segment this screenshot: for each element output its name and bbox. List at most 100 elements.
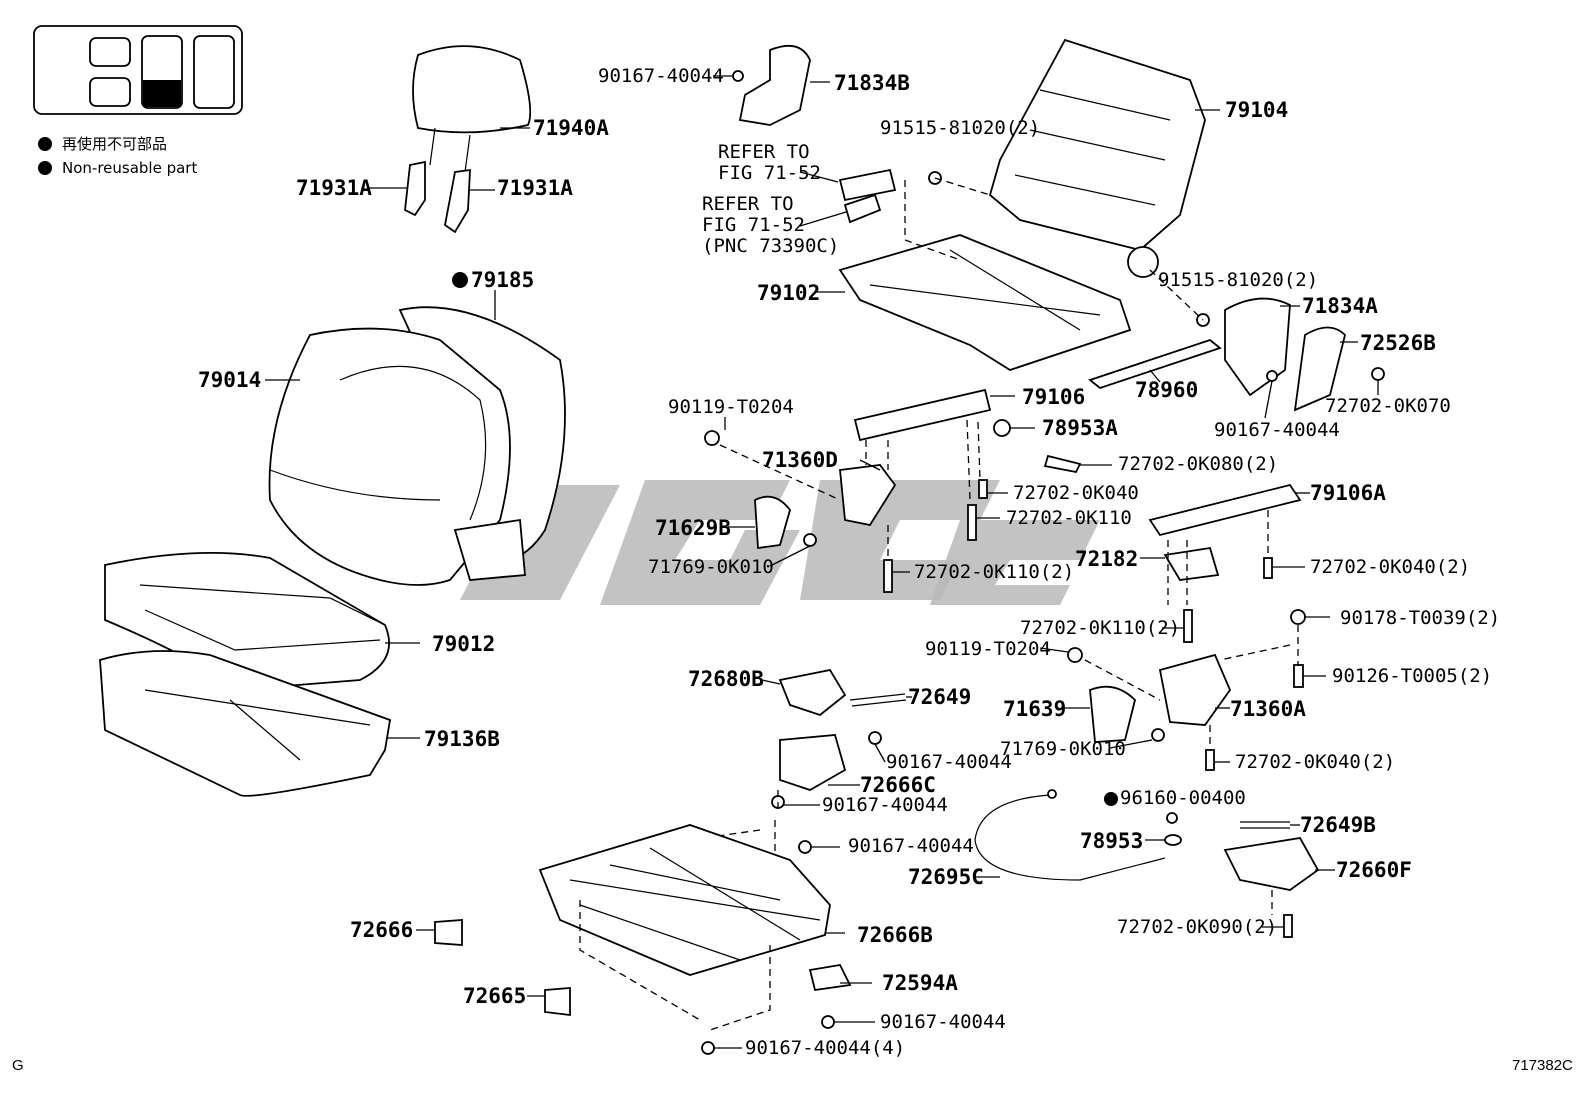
bolt-91515-a bbox=[928, 171, 991, 196]
label-71769-0K010-b: 71769-0K010 bbox=[1000, 738, 1126, 760]
bolt-72702-0K080 bbox=[1043, 454, 1112, 474]
washer-78953 bbox=[1145, 834, 1182, 846]
strap bbox=[1088, 338, 1222, 390]
recliner-cover-71629B bbox=[728, 495, 791, 550]
label-90167-40044-d: 90167-40044 bbox=[822, 794, 948, 816]
ref1-line2: FIG 71-52 bbox=[718, 162, 821, 184]
bracket-72182 bbox=[1140, 546, 1220, 581]
label-90119-T0204-b: 90119-T0204 bbox=[925, 638, 1051, 660]
bolt-72702-0K040-2b bbox=[1205, 725, 1230, 771]
headrest-guide-left bbox=[404, 160, 426, 217]
cable-72695C bbox=[974, 789, 1166, 881]
bolt-90167-40044-f bbox=[821, 1015, 875, 1029]
label-72649B: 72649B bbox=[1300, 813, 1376, 837]
label-90167-40044-4: 90167-40044(4) bbox=[745, 1037, 905, 1059]
clip-72666 bbox=[416, 919, 463, 946]
bolt-91515-b bbox=[1149, 269, 1210, 327]
legend-jp-text: 再使用不可部品 bbox=[62, 135, 167, 153]
lock-72660F bbox=[1223, 837, 1335, 891]
label-78953A: 78953A bbox=[1042, 416, 1118, 440]
corner-left-code: G bbox=[12, 1057, 24, 1074]
hinge-cover-a bbox=[1224, 297, 1300, 397]
label-71769-0K010-a: 71769-0K010 bbox=[648, 556, 774, 578]
bolt-90119-T0204-a bbox=[704, 417, 841, 501]
label-90167-40044-c: 90167-40044 bbox=[886, 751, 1012, 773]
washer-78953A bbox=[993, 419, 1035, 437]
label-71629B: 71629B bbox=[655, 516, 731, 540]
label-72660F: 72660F bbox=[1336, 858, 1412, 882]
label-71931A-left: 71931A bbox=[296, 176, 372, 200]
seatback-hinge-cover-b bbox=[738, 44, 830, 126]
label-91515-b: 91515-81020(2) bbox=[1158, 269, 1318, 291]
figure-number: 717382C bbox=[1512, 1057, 1573, 1074]
label-72666C: 72666C bbox=[860, 773, 936, 797]
seatback-hinge-bracket bbox=[453, 518, 526, 581]
label-72702-0K040-a: 72702-0K040 bbox=[1013, 482, 1139, 504]
part-labels: 71940A 71931A 71931A 79185 79014 79012 7… bbox=[198, 65, 1500, 1059]
seat-frame bbox=[815, 234, 1132, 371]
bolt-72702-0K040-a bbox=[978, 479, 1008, 499]
label-79102: 79102 bbox=[757, 281, 820, 305]
stud-90126-T0005 bbox=[1293, 664, 1326, 688]
ref2-line3: (PNC 73390C) bbox=[702, 235, 839, 257]
spring-72649 bbox=[849, 693, 912, 707]
label-72702-0K070: 72702-0K070 bbox=[1325, 395, 1451, 417]
seatback bbox=[265, 290, 566, 586]
label-71834A: 71834A bbox=[1302, 294, 1378, 318]
spring-72649B bbox=[1240, 821, 1300, 829]
seat-rail-79106A bbox=[1148, 483, 1310, 537]
seat-rail-79106 bbox=[853, 388, 1015, 442]
label-90167-40044-top: 90167-40044 bbox=[598, 65, 724, 87]
recliner-71360D bbox=[839, 459, 897, 527]
label-79014: 79014 bbox=[198, 368, 261, 392]
label-72695C: 72695C bbox=[908, 865, 984, 889]
clip-72665 bbox=[527, 987, 571, 1017]
label-90167-40044-r: 90167-40044 bbox=[1214, 419, 1340, 441]
bolt-90167-40044-d bbox=[771, 790, 820, 810]
label-90167-40044-e: 90167-40044 bbox=[848, 835, 974, 857]
label-72182: 72182 bbox=[1075, 547, 1138, 571]
label-72702-0K090: 72702-0K090(2) bbox=[1117, 916, 1277, 938]
label-72594A: 72594A bbox=[882, 971, 958, 995]
bolt-72702-0K070 bbox=[1371, 367, 1385, 395]
bolt-72702-0K110-2b bbox=[1162, 609, 1193, 643]
label-72665: 72665 bbox=[463, 984, 526, 1008]
bolt-72702-0K110-2a bbox=[883, 559, 910, 593]
label-71360D: 71360D bbox=[762, 448, 838, 472]
label-72702-0K040-2a: 72702-0K040(2) bbox=[1310, 556, 1470, 578]
ref1-line1: REFER TO bbox=[718, 141, 810, 163]
screw-71769-0K010-b bbox=[1109, 728, 1165, 749]
seat-cushion-pad bbox=[99, 650, 420, 797]
bolt-90167-40044-e bbox=[798, 840, 840, 854]
bolt-90167-40044-top bbox=[713, 70, 744, 82]
label-79136B: 79136B bbox=[424, 727, 500, 751]
seat-belt-anchor bbox=[799, 168, 897, 227]
label-72702-0K040-2b: 72702-0K040(2) bbox=[1235, 751, 1395, 773]
label-79185: 79185 bbox=[471, 268, 534, 292]
label-90126-T0005: 90126-T0005(2) bbox=[1332, 665, 1492, 687]
clip-96160-00400 bbox=[1104, 792, 1178, 824]
ref2-line2: FIG 71-52 bbox=[702, 214, 805, 236]
label-90167-40044-f: 90167-40044 bbox=[880, 1011, 1006, 1033]
seat-pan-72666B bbox=[538, 824, 845, 976]
label-72526B: 72526B bbox=[1360, 331, 1436, 355]
headrest-guide-right bbox=[444, 168, 471, 234]
label-71360A: 71360A bbox=[1230, 697, 1306, 721]
recliner-71360A bbox=[1158, 653, 1232, 726]
nut-90178-T0039 bbox=[1290, 609, 1330, 625]
label-79106: 79106 bbox=[1022, 385, 1085, 409]
non-reusable-bullet-icon bbox=[452, 272, 468, 288]
label-71940A: 71940A bbox=[533, 116, 609, 140]
label-79104: 79104 bbox=[1225, 98, 1288, 122]
label-72666: 72666 bbox=[350, 918, 413, 942]
pad-72594A bbox=[808, 964, 872, 992]
bolt-90119-T0204-b bbox=[1039, 647, 1161, 701]
label-71834B: 71834B bbox=[834, 71, 910, 95]
bolt-72702-0K040-2a bbox=[1263, 510, 1305, 579]
label-71639: 71639 bbox=[1003, 697, 1066, 721]
label-72666B: 72666B bbox=[857, 923, 933, 947]
screw-71769-0K010-a bbox=[769, 533, 817, 567]
bolt-72702-0K090 bbox=[1262, 890, 1293, 938]
housing-72666C bbox=[779, 734, 860, 791]
